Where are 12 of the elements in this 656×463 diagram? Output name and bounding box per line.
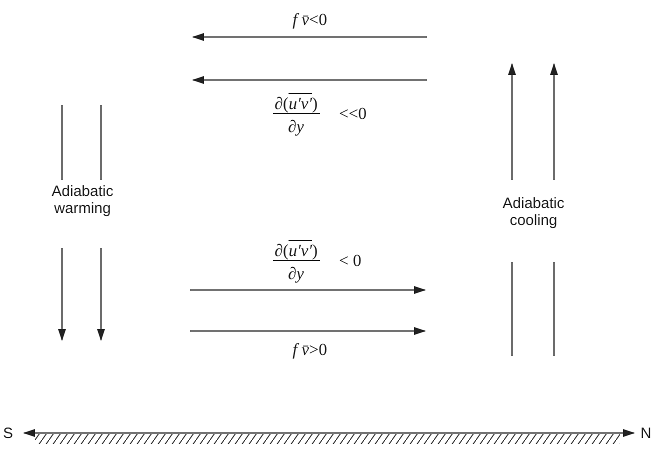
process-label: Adiabatic warming xyxy=(50,183,114,218)
fraction-denominator: ∂y xyxy=(288,117,304,137)
process-label: Adiabatic cooling xyxy=(502,195,566,230)
direction-label: N xyxy=(640,424,652,442)
fraction-denominator: ∂y xyxy=(288,264,304,284)
fraction-numerator: ∂(u′v′) xyxy=(272,240,320,262)
formula-label: f v̄<0 xyxy=(292,10,328,30)
formula-label: f v̄>0 xyxy=(292,340,328,360)
formula-label: <<0 xyxy=(339,104,367,124)
fraction-numerator: ∂(u′v′) xyxy=(272,94,320,114)
formula-label: < 0 xyxy=(339,251,362,271)
direction-label: S xyxy=(3,424,14,442)
